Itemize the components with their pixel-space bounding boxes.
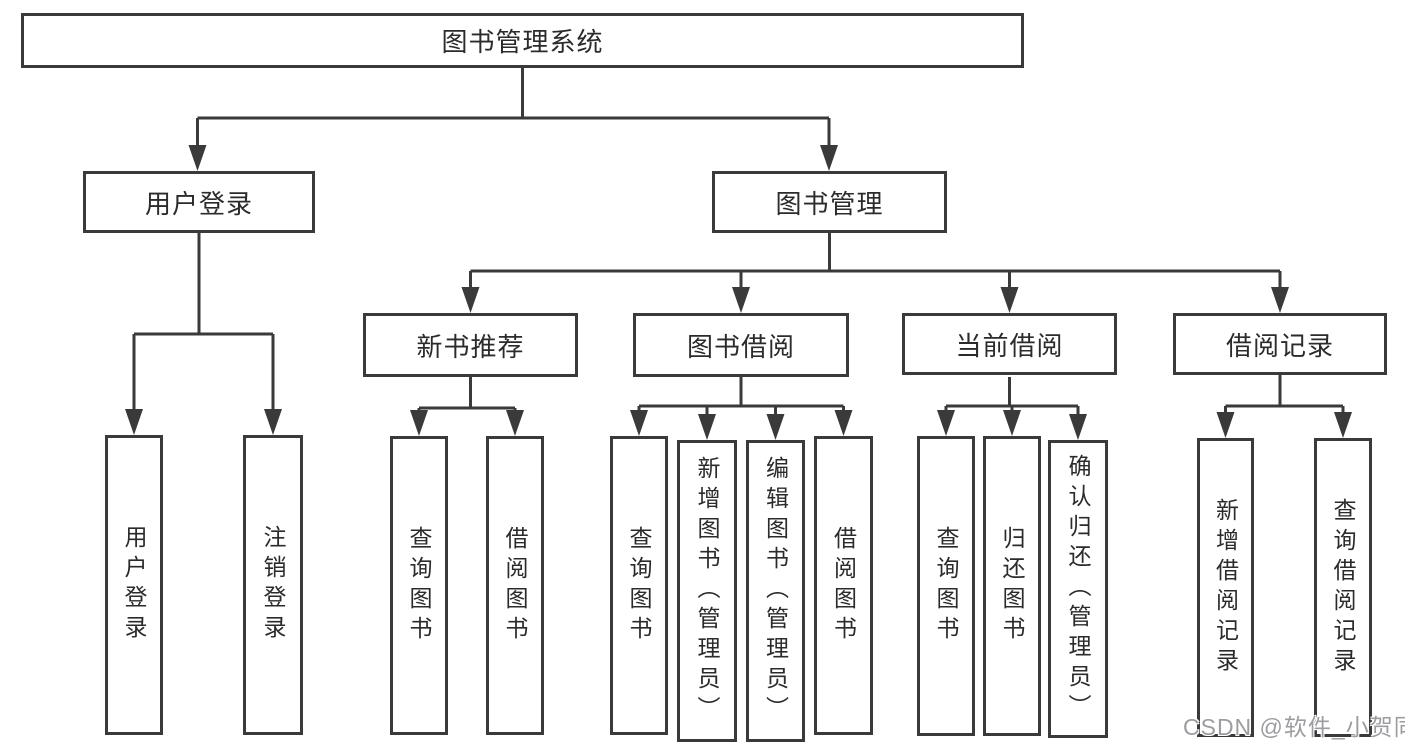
edge-book-management-to-children <box>461 233 1289 313</box>
arrow-down-icon <box>698 414 716 440</box>
edge-book-borrow-to-children <box>630 377 853 440</box>
node-book-management: 图书管理 <box>712 171 947 233</box>
edge-user-login-to-children <box>125 233 282 435</box>
csdn-watermark: CSDN @软件_小贺同学 <box>1183 714 1405 740</box>
node-query-books-2: 查询图书 <box>610 436 668 735</box>
arrow-down-icon <box>1216 412 1235 438</box>
arrow-down-icon <box>820 145 838 171</box>
node-root: 图书管理系统 <box>21 13 1024 68</box>
node-add-borrow-record: 新增借阅记录 <box>1197 438 1254 737</box>
node-borrow-books-2: 借阅图书 <box>814 436 873 735</box>
arrow-down-icon <box>506 410 524 436</box>
edge-root-to-children <box>188 68 838 171</box>
arrow-down-icon <box>461 287 480 313</box>
arrow-down-icon <box>1069 414 1087 440</box>
node-user-login-leaf: 用户登录 <box>105 435 163 735</box>
arrow-down-icon <box>1000 287 1019 313</box>
arrow-down-icon <box>1334 412 1352 438</box>
arrow-down-icon <box>834 410 853 436</box>
node-borrow-books-1: 借阅图书 <box>486 436 544 735</box>
node-book-borrow: 图书借阅 <box>633 313 849 377</box>
node-borrow-records: 借阅记录 <box>1173 313 1387 375</box>
arrow-down-icon <box>188 145 207 171</box>
node-current-borrow: 当前借阅 <box>902 313 1117 375</box>
arrow-down-icon <box>937 410 955 436</box>
node-add-book-admin: 新增图书（管理员） <box>677 440 737 742</box>
node-return-books: 归还图书 <box>983 436 1041 736</box>
node-confirm-return-admin: 确认归还（管理员） <box>1048 440 1108 738</box>
arrow-down-icon <box>264 409 282 435</box>
arrow-down-icon <box>766 414 785 440</box>
edge-new-book-recommend-to-children <box>410 377 524 436</box>
node-edit-book-admin: 编辑图书（管理员） <box>746 440 805 742</box>
node-logout: 注销登录 <box>243 435 303 735</box>
arrow-down-icon <box>732 287 750 313</box>
arrow-down-icon <box>1003 410 1021 436</box>
arrow-down-icon <box>630 410 648 436</box>
node-user-login: 用户登录 <box>83 171 315 233</box>
arrow-down-icon <box>410 410 428 436</box>
edge-current-borrow-to-children <box>937 377 1087 440</box>
node-new-book-recommend: 新书推荐 <box>363 313 578 377</box>
edge-borrow-records-to-children <box>1216 375 1352 438</box>
node-query-books-1: 查询图书 <box>390 436 448 735</box>
node-query-books-3: 查询图书 <box>917 436 975 736</box>
arrow-down-icon <box>1271 287 1289 313</box>
arrow-down-icon <box>125 409 143 435</box>
node-query-borrow-record: 查询借阅记录 <box>1314 438 1372 737</box>
